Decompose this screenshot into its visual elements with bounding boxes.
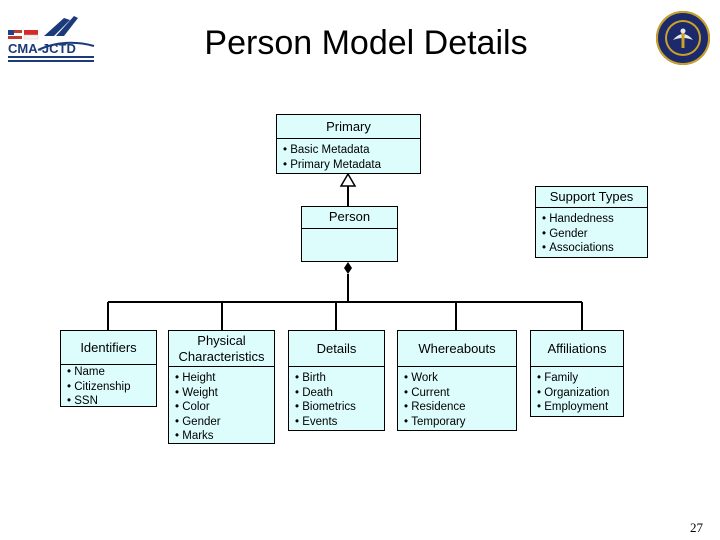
physical-characteristics-label: Physical Characteristics (169, 331, 274, 367)
logo-text: CMA-JCTD (8, 41, 76, 56)
list-item: SSN (67, 394, 156, 409)
primary-box: Primary Basic Metadata Primary Metadata (276, 114, 421, 174)
list-item: Work (404, 371, 516, 386)
list-item: Biometrics (295, 400, 384, 415)
affiliations-items: Family Organization Employment (531, 367, 623, 415)
list-item: Color (175, 400, 274, 415)
physical-items: Height Weight Color Gender Marks (169, 367, 274, 444)
affiliations-label: Affiliations (531, 331, 623, 367)
inheritance-arrow (339, 172, 357, 187)
logo-graphic: CMA-JCTD (8, 16, 95, 62)
support-items: Handedness Gender Associations (536, 208, 647, 256)
list-item: Associations (542, 241, 647, 256)
list-item: Handedness (542, 212, 647, 227)
whereabouts-label: Whereabouts (398, 331, 516, 367)
primary-items: Basic Metadata Primary Metadata (277, 139, 420, 172)
details-items: Birth Death Biometrics Events (289, 367, 384, 429)
whereabouts-box: Whereabouts Work Current Residence Tempo… (397, 330, 517, 431)
support-types-box: Support Types Handedness Gender Associat… (535, 186, 648, 258)
list-item: Family (537, 371, 623, 386)
list-item: Marks (175, 429, 274, 444)
list-item: Basic Metadata (283, 143, 420, 158)
composition-diamond (344, 262, 352, 274)
list-item: Citizenship (67, 380, 156, 395)
list-item: Current (404, 386, 516, 401)
support-types-label: Support Types (536, 187, 647, 208)
list-item: Name (67, 365, 156, 380)
list-item: Employment (537, 400, 623, 415)
header-line: Physical (197, 333, 246, 348)
list-item: Events (295, 415, 384, 430)
primary-label: Primary (277, 115, 420, 139)
person-label: Person (302, 207, 397, 229)
list-item: Height (175, 371, 274, 386)
affiliations-box: Affiliations Family Organization Employm… (530, 330, 624, 417)
page-title: Person Model Details (204, 24, 528, 62)
whereabouts-items: Work Current Residence Temporary (398, 367, 516, 429)
list-item: Gender (175, 415, 274, 430)
list-item: Birth (295, 371, 384, 386)
list-item: Gender (542, 227, 647, 242)
identifiers-label: Identifiers (61, 331, 156, 365)
header-line: Characteristics (178, 349, 265, 364)
navy-seal-emblem (655, 10, 711, 66)
cma-jctd-logo: CMA-JCTD (4, 12, 98, 64)
person-box: Person (301, 206, 398, 262)
list-item: Primary Metadata (283, 158, 420, 173)
list-item: Organization (537, 386, 623, 401)
details-box: Details Birth Death Biometrics Events (288, 330, 385, 431)
page-number: 27 (690, 520, 703, 535)
list-item: Residence (404, 400, 516, 415)
identifiers-items: Name Citizenship SSN (61, 365, 156, 409)
details-label: Details (289, 331, 384, 367)
list-item: Weight (175, 386, 274, 401)
physical-characteristics-box: Physical Characteristics Height Weight C… (168, 330, 275, 444)
identifiers-box: Identifiers Name Citizenship SSN (60, 330, 157, 407)
list-item: Temporary (404, 415, 516, 430)
list-item: Death (295, 386, 384, 401)
